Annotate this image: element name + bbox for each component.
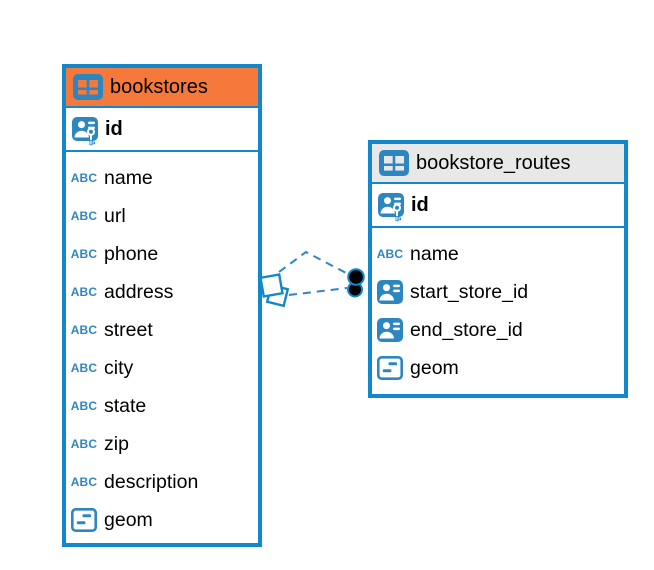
text-type-icon: ABC [70,171,98,185]
primary-key-person-icon [377,193,405,222]
primary-key-row[interactable]: id [66,108,258,152]
table-icon [379,150,409,176]
column-name: city [104,356,134,379]
geometry-type-icon [376,355,404,380]
relationship-endpoint-dots-icon [347,268,365,298]
column-name: address [104,280,174,303]
primary-key-row[interactable]: id [372,184,624,228]
column-name: phone [104,242,159,265]
text-type-icon: ABC [70,361,98,375]
column-row[interactable]: ABC name [372,235,624,273]
columns-section: ABC name start_store_id end_store_id geom [372,228,624,387]
text-type-icon: ABC [70,437,98,451]
table-header[interactable]: bookstores [66,68,258,108]
text-type-icon: ABC [70,209,98,223]
column-name: street [104,318,153,341]
column-name: start_store_id [410,280,529,303]
column-row[interactable]: start_store_id [372,273,624,311]
column-row[interactable]: geom [372,349,624,387]
table-icon [73,74,103,100]
primary-key-person-icon [71,117,99,146]
relationship-line-lower[interactable] [288,287,348,296]
column-name: state [104,394,147,417]
column-row[interactable]: ABC description [66,463,258,501]
column-row[interactable]: end_store_id [372,311,624,349]
column-name: geom [410,356,459,379]
reference-person-icon [376,318,404,342]
column-name: end_store_id [410,318,523,341]
column-name: name [410,242,459,265]
text-type-icon: ABC [70,399,98,413]
geometry-type-icon [70,507,98,532]
column-row[interactable]: geom [66,501,258,539]
column-row[interactable]: ABC address [66,273,258,311]
relationship-many-marker-icon [259,273,290,308]
column-name: id [105,117,123,140]
column-row[interactable]: ABC city [66,349,258,387]
table-title: bookstores [110,75,208,98]
text-type-icon: ABC [70,323,98,337]
column-row[interactable]: ABC phone [66,235,258,273]
relationship-line-upper[interactable] [278,250,351,276]
column-name: url [104,204,126,227]
column-name: zip [104,432,129,455]
column-name: description [104,470,199,493]
column-row[interactable]: ABC url [66,197,258,235]
column-name: geom [104,508,153,531]
column-row[interactable]: ABC name [66,159,258,197]
column-name: name [104,166,153,189]
column-row[interactable]: ABC state [66,387,258,425]
text-type-icon: ABC [70,247,98,261]
text-type-icon: ABC [70,475,98,489]
table-header[interactable]: bookstore_routes [372,144,624,184]
column-row[interactable]: ABC zip [66,425,258,463]
column-name: id [411,193,429,216]
reference-person-icon [376,280,404,304]
text-type-icon: ABC [376,247,404,261]
text-type-icon: ABC [70,285,98,299]
column-row[interactable]: ABC street [66,311,258,349]
table-title: bookstore_routes [416,151,571,174]
